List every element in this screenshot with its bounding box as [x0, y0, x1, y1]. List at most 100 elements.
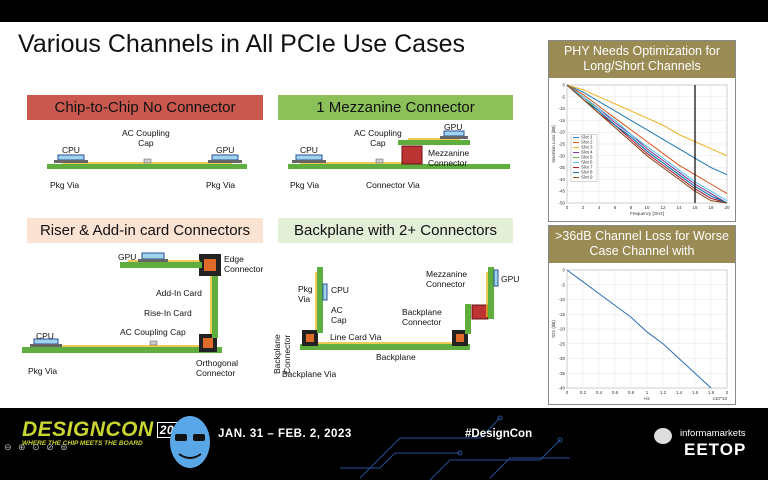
mezz-gpu-label: GPU	[444, 122, 463, 132]
x-tick-label: 18	[708, 205, 714, 210]
y-axis-label: S21 (dB)	[551, 320, 556, 338]
x-tick-label: 0.8	[628, 390, 635, 395]
nav-icons[interactable]: ⊖ ⊕ ⊙ ⊘ ⊚	[4, 442, 70, 452]
c2c-pkg-via-right-label: Pkg Via	[206, 180, 236, 190]
riser-orthogonal-connector-label: Orthogonal Connector	[196, 358, 239, 378]
bp-pkg-via-label: Pkg Via	[298, 284, 313, 304]
series-line-1	[566, 84, 728, 194]
header-chip-to-chip: Chip-to-Chip No Connector	[27, 95, 263, 120]
x-tick-label: 0.6	[612, 390, 619, 395]
y-tick-label: 0	[562, 83, 565, 88]
event-dates: JAN. 31 – FEB. 2, 2023	[218, 428, 352, 440]
header-riser: Riser & Add-in card Connectors	[27, 218, 263, 243]
sponsor-name: informamarkets	[680, 428, 746, 439]
y-tick-label: 0	[562, 268, 565, 273]
mezz-ac-cap-label: AC Coupling Cap	[354, 128, 402, 148]
legend-label: Slot 5	[581, 155, 593, 160]
x-tick-label: 20	[724, 205, 730, 210]
legend-label: Slot 4	[581, 150, 593, 155]
legend-label: Slot 7	[581, 165, 593, 170]
mezz-connector-label: Mezzanine Connector	[428, 148, 470, 168]
bp-cpu-label: CPU	[331, 285, 349, 295]
y-tick-label: -20	[558, 130, 565, 135]
x-tick-label: 8	[630, 205, 633, 210]
y-tick-label: -25	[558, 142, 565, 147]
y-tick-label: -5	[561, 94, 565, 99]
x-tick-label: 1.6	[692, 390, 699, 395]
riser-edge-connector-label: Edge Connector	[224, 254, 264, 274]
riser-cpu-label: CPU	[36, 331, 54, 341]
legend-label: Slot 8	[581, 170, 593, 175]
y-tick-label: -15	[558, 118, 565, 123]
circuit-decoration	[340, 415, 570, 480]
y-tick-label: -35	[558, 165, 565, 170]
wechat-icon	[654, 428, 672, 444]
x-tick-label: 0	[566, 390, 569, 395]
x-tick-label: 16	[692, 205, 698, 210]
brand-text: DESIGNCON	[22, 418, 154, 441]
y-tick-label: -10	[558, 106, 565, 111]
riser-rise-in-card-label: Rise-In Card	[144, 308, 192, 318]
tagline: WHERE THE CHIP MEETS THE BOARD	[22, 440, 143, 447]
x-tick-label: 0.2	[580, 390, 587, 395]
chart2-title: >36dB Channel Loss for Worse Case Channe…	[549, 226, 735, 263]
series-line-7	[566, 84, 728, 204]
legend-label: Slot 1	[581, 135, 593, 140]
header-backplane: Backplane with 2+ Connectors	[278, 218, 513, 243]
legend-label: Slot 3	[581, 145, 593, 150]
chart-s21-panel: >36dB Channel Loss for Worse Case Channe…	[548, 225, 736, 405]
c2c-pkg-via-left-label: Pkg Via	[50, 180, 80, 190]
mascot-face-icon	[170, 416, 210, 468]
mezz-connector-via-label: Connector Via	[366, 180, 420, 190]
y-tick-label: -5	[561, 282, 565, 287]
mezz-cpu-label: CPU	[300, 145, 318, 155]
x-multiplier-label: x10^10	[713, 396, 728, 401]
hashtag: #DesignCon	[465, 428, 533, 440]
channel-diagrams	[22, 130, 510, 353]
eetop-watermark: EETOP	[684, 440, 747, 459]
bp-mezzanine-connector-label: Mezzanine Connector	[426, 269, 468, 289]
x-tick-label: 2	[726, 390, 729, 395]
riser-gpu-label: GPU	[118, 252, 137, 262]
y-tick-label: -30	[558, 153, 565, 158]
legend-label: Slot 6	[581, 160, 593, 165]
slide: Various Channels in All PCIe Use Cases C…	[0, 22, 768, 408]
series-line-5	[566, 84, 728, 202]
x-axis-label: Hz	[644, 396, 650, 401]
x-tick-label: 6	[614, 205, 617, 210]
x-tick-label: 1.8	[708, 390, 715, 395]
x-tick-label: 1.4	[676, 390, 683, 395]
riser-pkg-via-label: Pkg Via	[28, 366, 58, 376]
x-tick-label: 14	[676, 205, 682, 210]
series-line-0	[566, 84, 728, 176]
x-tick-label: 0.4	[596, 390, 603, 395]
series-line-8	[566, 84, 728, 204]
y-tick-label: -45	[558, 189, 565, 194]
y-tick-label: -30	[558, 356, 565, 361]
mezzanine-diagram	[288, 130, 510, 169]
series-line-2	[566, 84, 728, 157]
x-tick-label: 12	[660, 205, 666, 210]
x-tick-label: 10	[644, 205, 650, 210]
c2c-ac-cap-label: AC Coupling Cap	[122, 128, 170, 148]
y-tick-label: -10	[558, 297, 565, 302]
y-tick-label: -35	[558, 371, 565, 376]
x-tick-label: 2	[582, 205, 585, 210]
mezz-pkg-via-label: Pkg Via	[290, 180, 320, 190]
chart-insertion-loss-panel: PHY Needs Optimization for Long/Short Ch…	[548, 40, 736, 222]
header-mezzanine: 1 Mezzanine Connector	[278, 95, 513, 120]
backplane-diagram	[300, 267, 499, 350]
y-axis-label: Insertion Loss [dB]	[551, 125, 556, 162]
y-tick-label: -15	[558, 312, 565, 317]
chart1-title: PHY Needs Optimization for Long/Short Ch…	[549, 41, 735, 78]
y-tick-label: -25	[558, 341, 565, 346]
y-tick-label: -40	[558, 177, 565, 182]
legend-label: Slot 9	[581, 175, 593, 180]
bp-backplane-connector-label: Backplane Connector	[402, 307, 442, 327]
x-tick-label: 1.2	[660, 390, 667, 395]
c2c-cpu-label: CPU	[62, 145, 80, 155]
x-axis-label: Frequency [GHz]	[630, 211, 664, 216]
